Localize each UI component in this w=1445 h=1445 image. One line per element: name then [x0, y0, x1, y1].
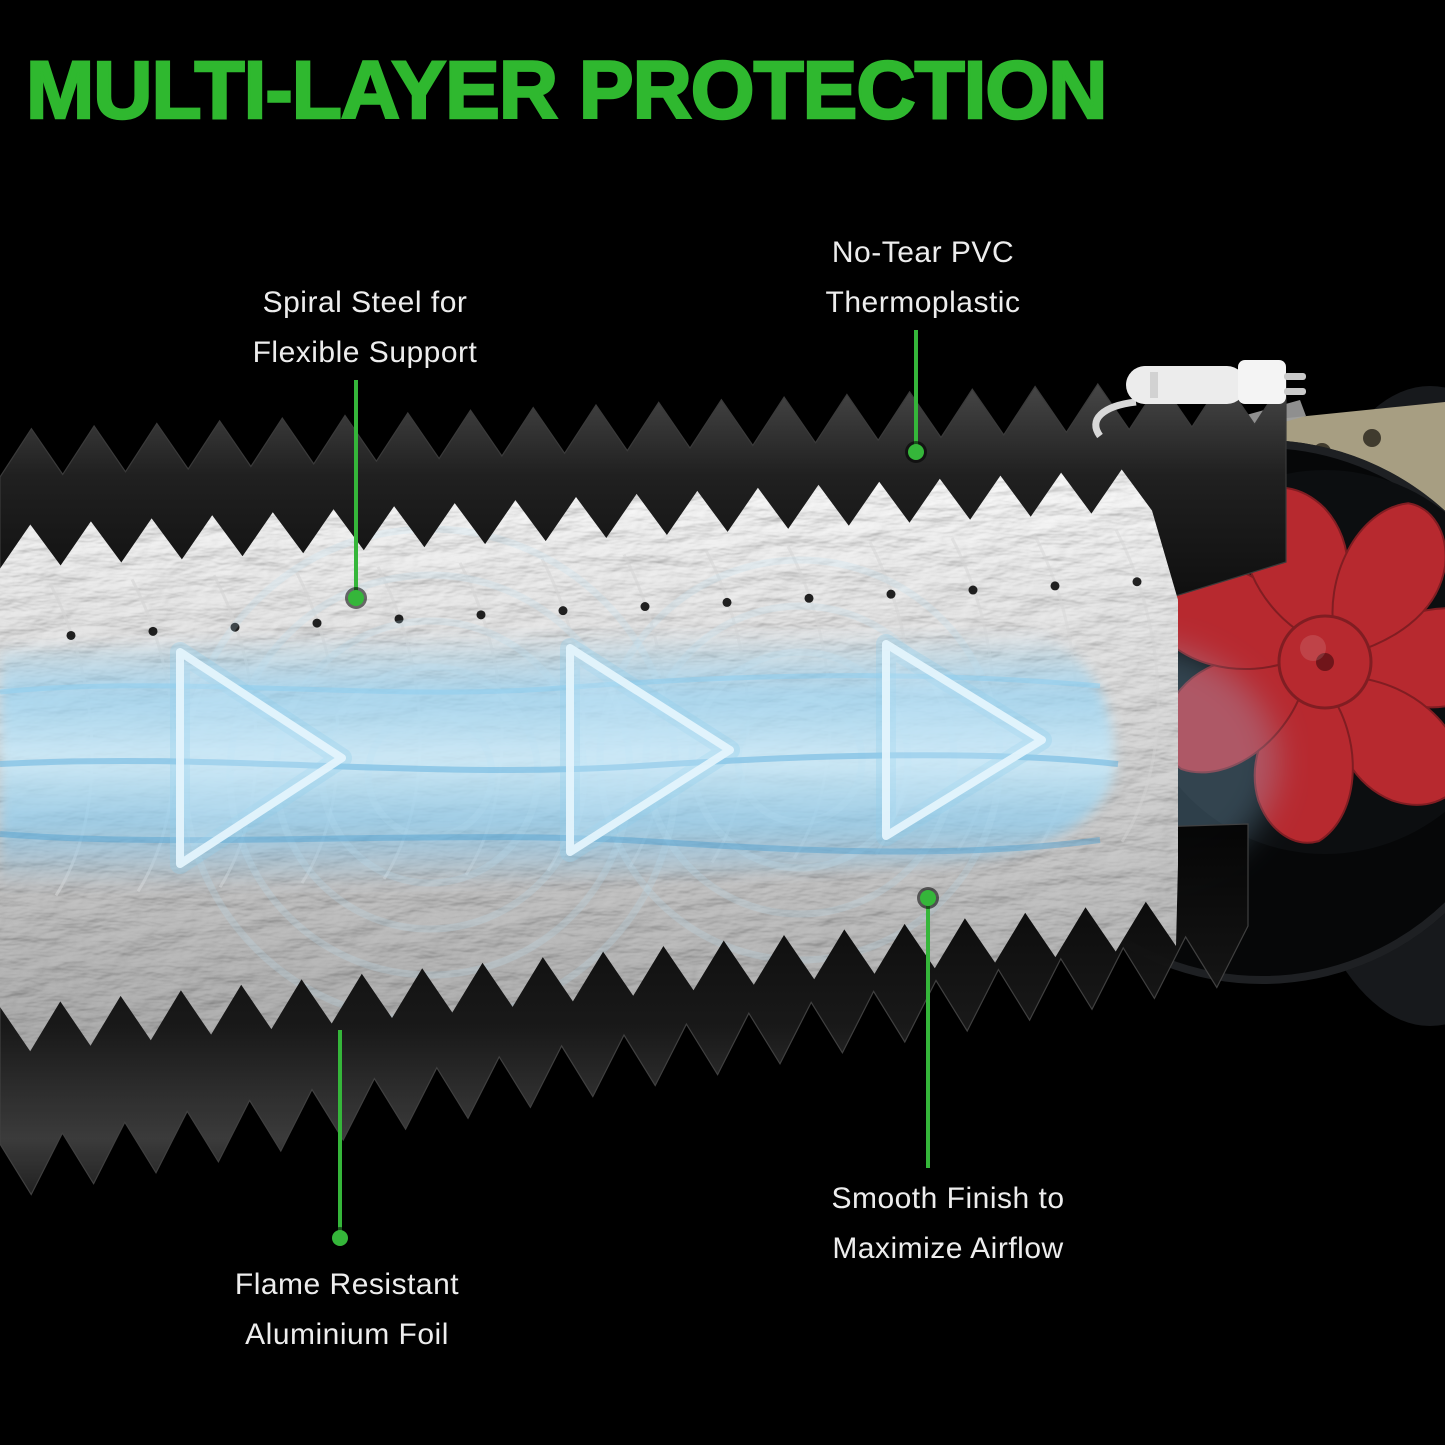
airflow-ripple [364, 709, 496, 841]
rivet-dot [558, 606, 568, 616]
callout-label: Spiral Steel for Flexible Support [200, 278, 530, 378]
cord-body [1126, 366, 1246, 404]
callout-text-line: Flame Resistant [234, 1268, 460, 1301]
airflow-arrow [882, 640, 1046, 840]
callout-connector-line [926, 904, 930, 1168]
cord-plug [1238, 360, 1286, 404]
page-title: MULTI-LAYER PROTECTION [25, 44, 1109, 138]
impeller-hub-center [1316, 653, 1334, 671]
callout-text-line: Spiral Steel for [262, 286, 468, 319]
airflow-ripple [226, 571, 634, 979]
callout-text-line: Thermoplastic [825, 286, 1021, 319]
airflow-streak [0, 831, 1101, 855]
airflow-ripple [642, 602, 958, 918]
airflow-arrow [176, 648, 346, 868]
rivet-dot [886, 589, 896, 599]
callout-text-line: Aluminium Foil [245, 1318, 449, 1351]
callout-label: Flame Resistant Aluminium Foil [192, 1260, 502, 1360]
rivet-dot [640, 602, 650, 612]
power-cord [1092, 360, 1306, 439]
callout-connector-line [914, 330, 918, 448]
callout-label: Smooth Finish to Maximize Airflow [788, 1174, 1108, 1274]
callout-endpoint-dot [908, 444, 924, 460]
airflow-visualization [0, 525, 1119, 1025]
callout-text-line: No-Tear PVC [831, 236, 1015, 269]
rivet-dot [1050, 581, 1060, 591]
fan-impeller [1137, 474, 1445, 852]
callout-endpoint-dot [920, 890, 936, 906]
rivet-dot [66, 630, 76, 640]
callout-connector-line [338, 1030, 342, 1234]
airflow-arrows [170, 634, 1052, 874]
rivet-dot [1132, 577, 1142, 587]
flange-screw-hole [1363, 429, 1381, 447]
cord-wire [1092, 398, 1137, 439]
airflow-ripple [272, 617, 588, 933]
rivet-dot [394, 614, 404, 624]
airflow-arrow [566, 644, 734, 856]
callout-endpoint-dot [332, 1230, 348, 1246]
rivet-dot [312, 618, 322, 628]
callout-text-line: Flexible Support [252, 336, 478, 369]
rivet-dot [968, 585, 978, 595]
airflow-band [0, 630, 1115, 888]
rivet-dot [804, 593, 814, 603]
callout-endpoint-dot [348, 590, 364, 606]
plug-prong [1284, 388, 1306, 395]
plug-prong [1284, 373, 1306, 380]
callout-text-line: Maximize Airflow [832, 1232, 1064, 1265]
rivet-dot [722, 597, 732, 607]
callout-label: No-Tear PVC Thermoplastic [768, 228, 1078, 328]
airflow-streak [0, 752, 1119, 774]
callout-text-line: Smooth Finish to [831, 1182, 1065, 1215]
spiral-wire [1114, 529, 1160, 843]
rivet-dot [476, 610, 486, 620]
rivet-dot [148, 626, 158, 636]
rivet-dot [230, 622, 240, 632]
callout-connector-line [354, 380, 358, 592]
